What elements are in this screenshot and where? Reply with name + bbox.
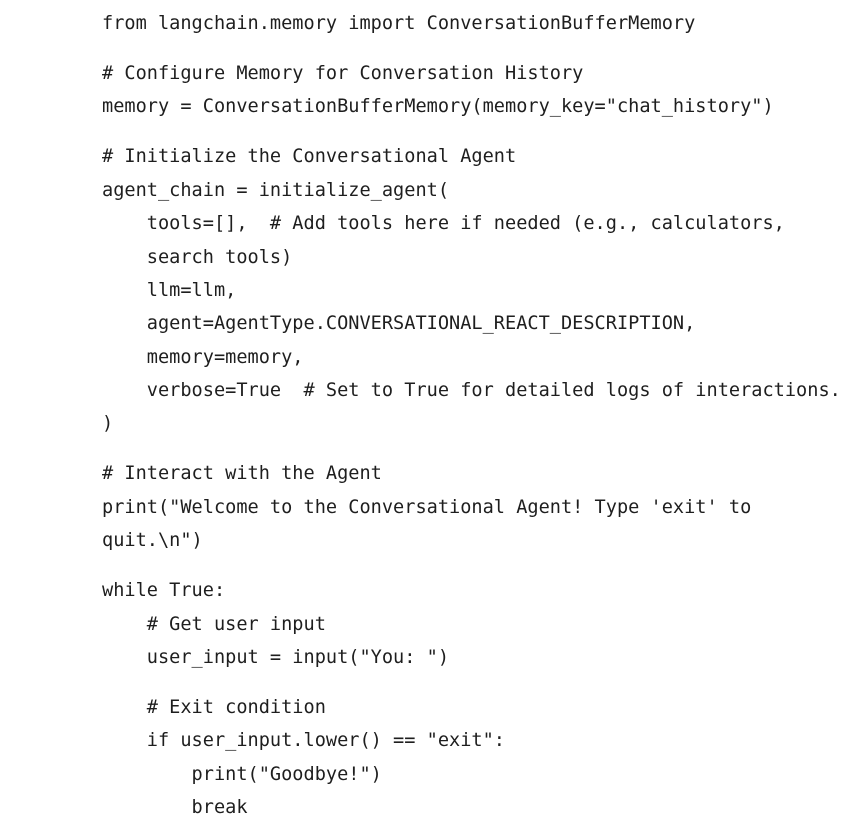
- code-line: if user_input.lower() == "exit":: [102, 730, 505, 752]
- code-line: break: [102, 797, 248, 819]
- code-comment: # Interact with the Agent: [102, 463, 382, 485]
- code-comment: # Configure Memory for Conversation Hist…: [102, 62, 584, 84]
- code-line: agent=AgentType.CONVERSATIONAL_REACT_DES…: [102, 313, 696, 335]
- code-block-agent-init: # Initialize the Conversational Agent ag…: [102, 140, 865, 441]
- code-comment: # Initialize the Conversational Agent: [102, 146, 517, 168]
- code-block-import: from langchain.memory import Conversatio…: [102, 7, 865, 40]
- code-line: verbose=True # Set to True for detailed …: [102, 380, 841, 402]
- code-line: search tools): [102, 246, 293, 268]
- code-line: ): [102, 413, 114, 435]
- code-line: memory = ConversationBufferMemory(memory…: [102, 96, 774, 118]
- code-line: quit.\n"): [102, 530, 203, 552]
- code-comment: # Exit condition: [102, 697, 326, 718]
- code-comment: # Get user input: [102, 613, 326, 635]
- code-line: print("Welcome to the Conversational Age…: [102, 496, 752, 518]
- code-line: print("Goodbye!"): [102, 763, 382, 785]
- code-listing: from langchain.memory import Conversatio…: [102, 7, 865, 823]
- code-block-exit-condition: # Exit condition if user_input.lower() =…: [102, 691, 865, 823]
- code-line: while True:: [102, 580, 226, 602]
- code-block-memory-config: # Configure Memory for Conversation Hist…: [102, 57, 865, 124]
- code-line: from langchain.memory import Conversatio…: [102, 13, 696, 34]
- code-line: memory=memory,: [102, 346, 304, 368]
- code-line: llm=llm,: [102, 279, 237, 301]
- code-block-while-loop: while True: # Get user input user_input …: [102, 574, 865, 674]
- code-line: tools=[], # Add tools here if needed (e.…: [102, 213, 785, 235]
- code-line: user_input = input("You: "): [102, 647, 450, 669]
- code-block-interact: # Interact with the Agent print("Welcome…: [102, 457, 865, 557]
- code-line: agent_chain = initialize_agent(: [102, 179, 450, 201]
